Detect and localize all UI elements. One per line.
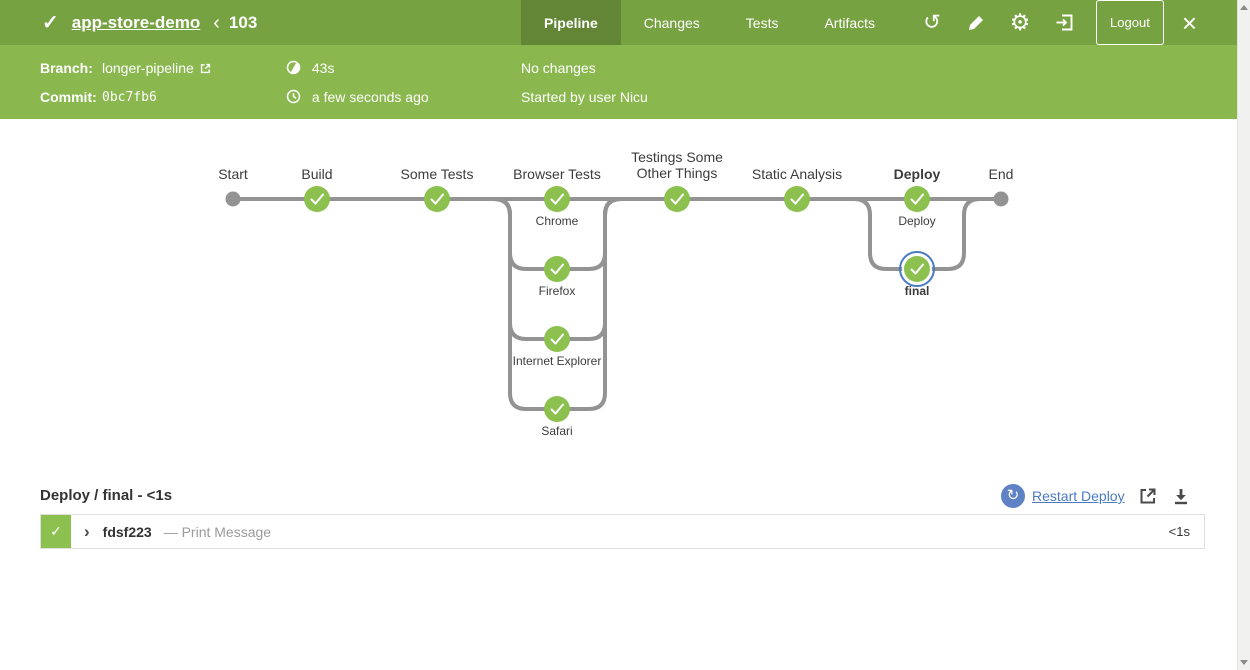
duration-item: 43s [286, 60, 334, 76]
expand-chevron-icon[interactable]: › [84, 522, 90, 541]
back-chevron-icon[interactable]: ‹ [213, 11, 220, 34]
run-title-group: ✓ app-store-demo ‹ 103 [0, 0, 257, 45]
pencil-glyph [969, 15, 984, 30]
edit-pencil-icon[interactable] [965, 10, 987, 36]
settings-gear-icon[interactable]: ⚙ [1009, 9, 1031, 35]
time-ago-text: a few seconds ago [311, 89, 429, 105]
logout-button[interactable]: Logout [1096, 0, 1164, 45]
download-log-icon[interactable] [1171, 486, 1191, 511]
close-icon[interactable]: × [1181, 7, 1197, 38]
tab-tests[interactable]: Tests [745, 14, 779, 31]
time-ago-item: a few seconds ago [286, 89, 429, 105]
top-header-bar: ✓ app-store-demo ‹ 103 Pipeline Changes … [0, 0, 1237, 45]
scrollbar-up-arrow[interactable] [1240, 5, 1248, 10]
open-in-new-window-icon[interactable] [1138, 486, 1158, 511]
restart-deploy-link[interactable]: Restart Deploy [1032, 488, 1125, 504]
branch-label: Branch: [40, 60, 93, 76]
log-step-row[interactable]: ✓ › fdsf223 — Print Message <1s [40, 514, 1205, 549]
node-chrome[interactable] [544, 186, 570, 212]
stage-label-testings: Testings Some Other Things [631, 149, 723, 181]
branch-label-final: final [904, 284, 930, 298]
stage-label-start: Start [218, 166, 248, 182]
step-id: fdsf223 [102, 523, 152, 540]
commit-label-text: Commit: [40, 89, 97, 105]
duration-icon [286, 60, 301, 75]
tab-pipeline[interactable]: Pipeline [521, 0, 621, 45]
run-info-bar: Branch: longer-pipeline Commit: 0bc7fb6 … [0, 45, 1237, 119]
graph-edges [233, 197, 1001, 411]
stage-label-deploy: Deploy [893, 166, 941, 182]
external-link-icon [200, 63, 210, 73]
tab-artifacts[interactable]: Artifacts [824, 14, 876, 31]
step-description: — Print Message [163, 523, 272, 540]
stage-label-browser-tests: Browser Tests [513, 166, 601, 182]
stage-label-some-tests: Some Tests [400, 166, 474, 182]
node-start [225, 191, 241, 207]
tab-changes[interactable]: Changes [643, 14, 700, 31]
duration-text: 43s [311, 60, 335, 76]
node-some-tests[interactable] [424, 186, 450, 212]
branch-value-link[interactable]: longer-pipeline [102, 60, 212, 76]
branch-label-deploy: Deploy [898, 214, 936, 228]
exit-to-classic-icon[interactable] [1053, 10, 1075, 36]
tab-bar: Pipeline Changes Tests Artifacts [521, 0, 898, 45]
branch-label-firefox: Firefox [538, 284, 576, 298]
node-testings[interactable] [664, 186, 690, 212]
pipeline-name-link[interactable]: app-store-demo [71, 12, 201, 32]
page-scrollbar[interactable] [1237, 0, 1250, 670]
node-firefox[interactable] [544, 256, 570, 282]
changes-text: No changes [521, 60, 596, 76]
node-safari[interactable] [544, 396, 570, 422]
branch-label-chrome: Chrome [535, 214, 579, 228]
scrollbar-down-arrow[interactable] [1240, 660, 1248, 665]
stage-label-build: Build [301, 166, 333, 182]
header-action-icons: ↺ ⚙ [910, 0, 1086, 45]
node-internet-explorer[interactable] [544, 326, 570, 352]
branch-label-safari: Safari [541, 424, 573, 438]
branch-label-internet-explorer: Internet Explorer [512, 354, 602, 368]
commit-label: Commit: [40, 89, 97, 105]
commit-hash: 0bc7fb6 [102, 90, 157, 105]
pipeline-graph: Start Build Some Tests Browser Tests Tes… [0, 119, 1237, 459]
node-build[interactable] [304, 186, 330, 212]
step-check-icon: ✓ [50, 523, 62, 539]
step-status-badge: ✓ [41, 515, 71, 548]
clock-icon [286, 89, 301, 104]
node-final-selected[interactable] [899, 251, 935, 287]
node-static-analysis[interactable] [784, 186, 810, 212]
step-duration: <1s [1168, 524, 1190, 539]
stage-label-end: End [988, 166, 1014, 182]
node-deploy[interactable] [904, 186, 930, 212]
exit-glyph [1056, 14, 1072, 31]
branch-label-text: Branch: [40, 60, 93, 76]
pipeline-graph-svg [225, 186, 1009, 422]
branch-value-text: longer-pipeline [102, 60, 194, 76]
run-number: 103 [228, 12, 258, 32]
started-by-text: Started by user Nicu [521, 89, 648, 105]
run-status-check-icon: ✓ [42, 12, 59, 34]
header-spacer [257, 0, 521, 45]
node-end [993, 191, 1009, 207]
stage-label-static-analysis: Static Analysis [751, 166, 843, 182]
detail-title: Deploy / final - <1s [40, 487, 173, 504]
restart-deploy-icon[interactable]: ↻ [1001, 484, 1025, 508]
replay-icon[interactable]: ↺ [923, 11, 941, 34]
